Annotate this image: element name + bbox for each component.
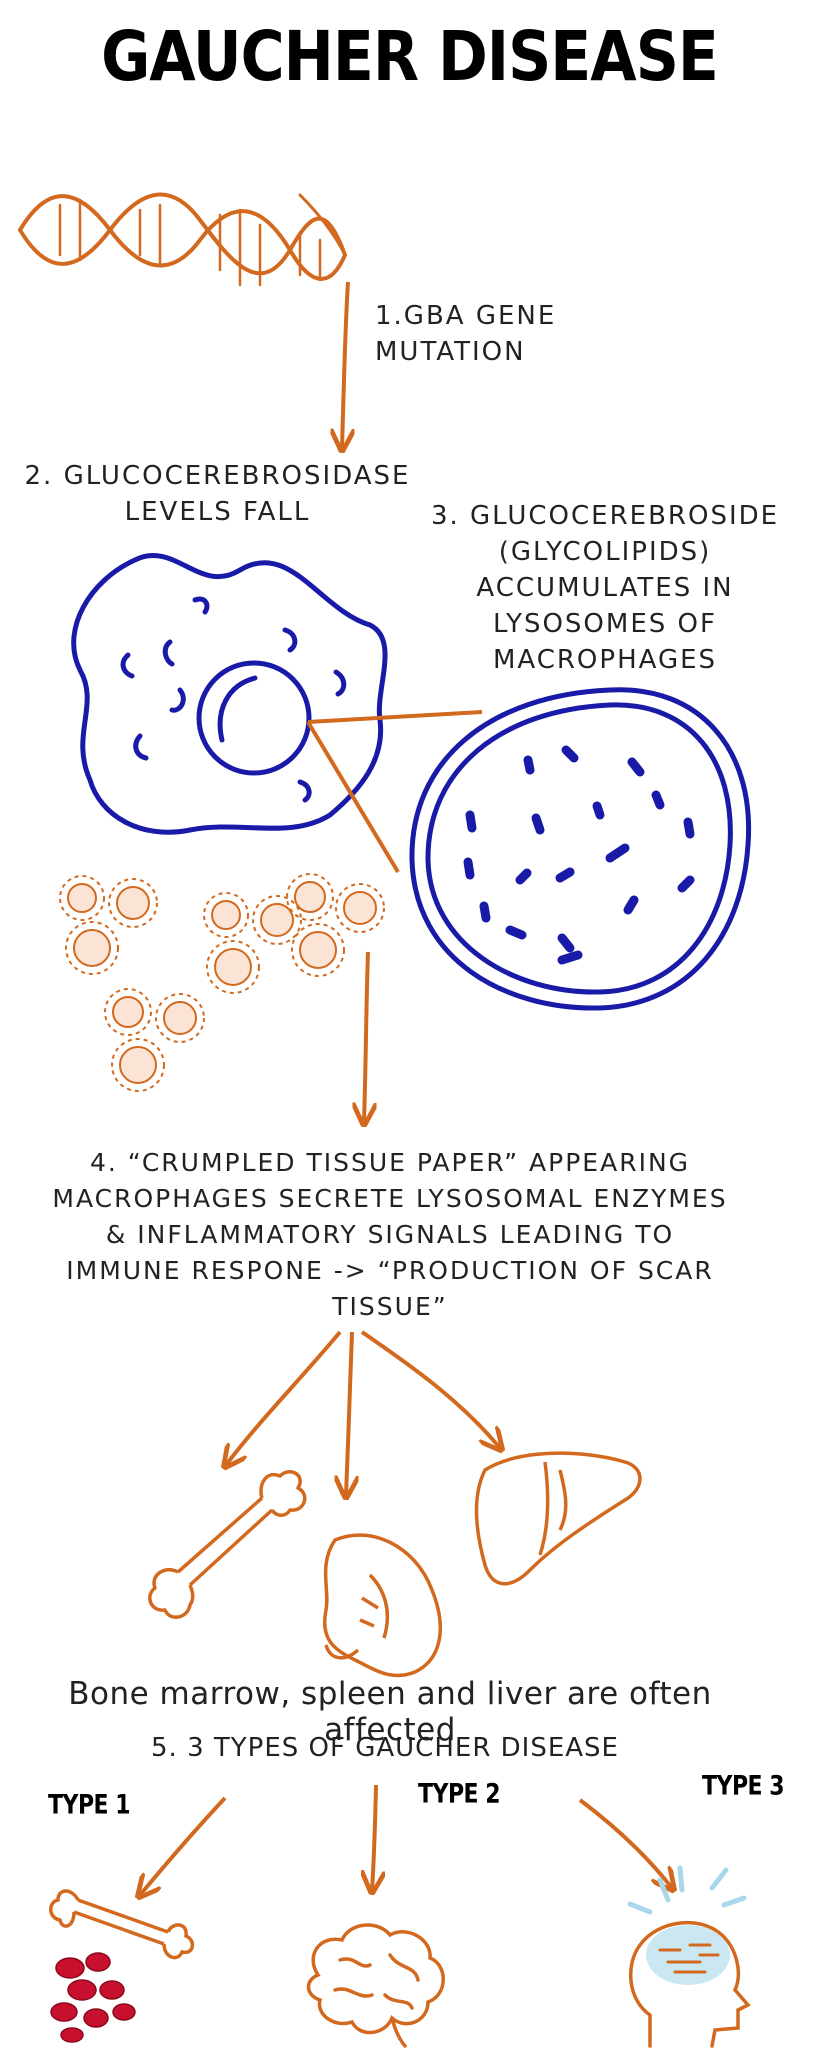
organs-caption: Bone marrow, spleen and liver are often … — [68, 1676, 712, 1748]
step-2-label: 2. GLUCOCEREBROSIDASE LEVELS FALL — [10, 458, 425, 530]
step-3-line-4: LYSOSOMES OF — [493, 609, 717, 639]
type-arrows — [140, 1784, 672, 1895]
step-4-line-4: IMMUNE RESPONE -> “PRODUCTION OF SCAR — [66, 1256, 714, 1285]
step-4-line-3: & INFLAMMATORY SIGNALS LEADING TO — [105, 1220, 675, 1249]
arrow-2 — [364, 951, 368, 1122]
step-1-label: 1.GBA GENE MUTATION — [375, 301, 557, 367]
step-3-line-1: 3. GLUCOCEREBROSIDE — [430, 501, 780, 531]
spleen-icon — [323, 1533, 443, 1678]
head-brain-icon — [627, 1865, 751, 2048]
brain-icon — [306, 1923, 445, 2048]
zoom-connector — [306, 710, 483, 874]
lysosome-icon — [409, 687, 752, 1011]
type-1-label: TYPE 1 — [48, 1790, 131, 1821]
red-blood-cells-icon — [50, 1952, 136, 2043]
dna-icon — [18, 192, 347, 287]
step-4-line-1: 4. “CRUMPLED TISSUE PAPER” APPEARING — [89, 1148, 691, 1177]
arrow-1 — [342, 281, 348, 448]
step-3-line-3: ACCUMULATES IN — [476, 573, 734, 603]
type-2-label: TYPE 2 — [418, 1779, 501, 1810]
step-3-line-5: MACROPHAGES — [492, 645, 718, 675]
step-3-label: 3. GLUCOCEREBROSIDE (GLYCOLIPIDS) ACCUMU… — [420, 498, 790, 678]
step-3-line-2: (GLYCOLIPIDS) — [498, 537, 712, 567]
macrophage-cluster-icon — [59, 873, 385, 1092]
organ-arrows — [226, 1330, 500, 1495]
step-5-label: 5. 3 TYPES OF GAUCHER DISEASE — [151, 1733, 619, 1763]
step-4-line-5: TISSUE” — [332, 1292, 448, 1321]
macrophage-cell-icon — [71, 553, 388, 835]
step-2-line-2: LEVELS FALL — [124, 497, 311, 527]
step-2-line-1: 2. GLUCOCEREBROSIDASE — [24, 461, 411, 491]
bone-icon-type1 — [49, 1889, 195, 1960]
liver-icon — [474, 1451, 642, 1586]
page-title: GAUCHER DISEASE — [101, 16, 719, 98]
step-4-label: 4. “CRUMPLED TISSUE PAPER” APPEARING MAC… — [30, 1145, 750, 1325]
step-4-line-2: MACROPHAGES SECRETE LYSOSOMAL ENZYMES — [52, 1184, 728, 1213]
type-3-label: TYPE 3 — [702, 1771, 785, 1802]
bone-icon — [148, 1470, 307, 1619]
